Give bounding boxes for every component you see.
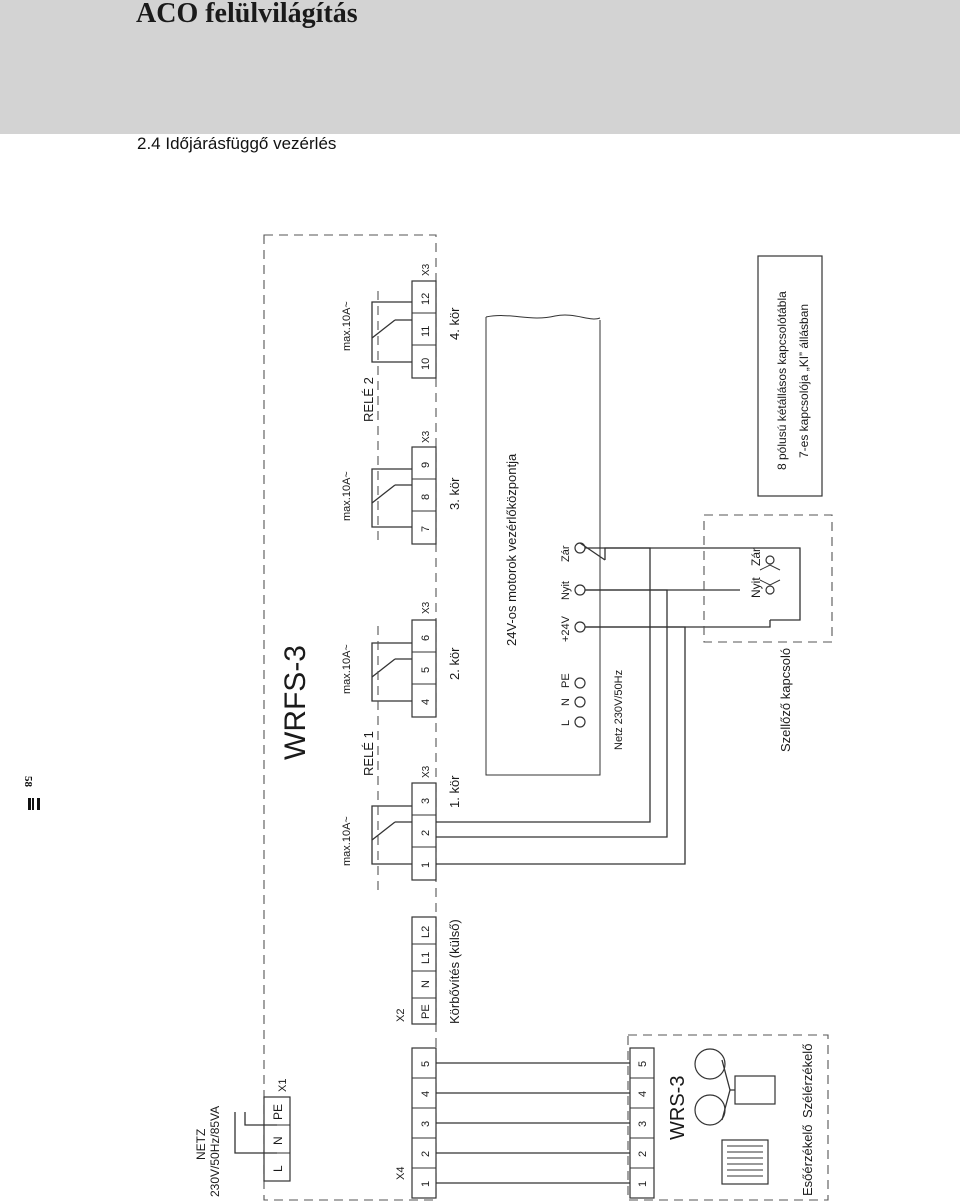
x2-terminal-l2: L2	[420, 926, 432, 938]
x3-label-3: X3	[421, 430, 432, 443]
wrs3-sensor: 1 2 3 4 5 WRS-3 Esőérzékelő Szélérzékelő	[627, 1034, 829, 1201]
vent-switch-close: Zár	[749, 548, 763, 566]
motor-input-close: Zár	[560, 545, 572, 562]
x1-label: X1	[277, 1079, 289, 1092]
x3-terminal-4: 4	[420, 699, 432, 705]
motor-input-open: Nyit	[560, 581, 572, 600]
circuit-label-2: 2. kör	[447, 647, 462, 680]
control-wiring	[436, 542, 801, 865]
header-band	[0, 0, 960, 134]
x4-terminal-block: 1 2 3 4 5 X4	[395, 1047, 630, 1199]
motor-input-24v: +24V	[560, 615, 572, 642]
x3-terminal-11: 11	[420, 326, 432, 337]
motor-power-n: N	[560, 698, 572, 706]
x4-terminal-2: 2	[420, 1151, 432, 1157]
x3-terminal-6: 6	[420, 635, 432, 641]
document-title: ACO felülvilágítás	[136, 0, 358, 29]
x4-terminal-5: 5	[420, 1061, 432, 1067]
x3-terminal-8: 8	[420, 494, 432, 500]
note-line-2: 7-es kapcsolója „KI” állásban	[797, 304, 811, 458]
x3-terminal-1: 1	[420, 862, 432, 868]
sensor-terminal-5: 5	[637, 1061, 649, 1067]
circuit-label-4: 4. kör	[447, 307, 462, 340]
vent-switch-open: Nyit	[749, 577, 763, 598]
motor-power-label: Netz 230V/50Hz	[613, 670, 625, 750]
x3-block-1	[411, 782, 437, 881]
relay-contacts: RELÉ 1 RELÉ 2 max.10A~ max.10A~ max.10A~…	[341, 285, 412, 890]
x3-terminal-9: 9	[420, 462, 432, 468]
netz-label: NETZ	[194, 1129, 208, 1160]
x3-label-2: X3	[421, 601, 432, 614]
x2-terminal-n: N	[420, 980, 432, 988]
x3-block-3	[411, 446, 437, 545]
rain-sensor-label: Esőérzékelő	[800, 1124, 815, 1196]
controller-enclosure	[263, 234, 437, 1201]
sensor-terminal-1: 1	[637, 1181, 649, 1187]
x4-label: X4	[395, 1167, 407, 1180]
x3-block-2	[411, 619, 437, 718]
sensor-terminal-4: 4	[637, 1091, 649, 1097]
motor-control-center: 24V-os motorok vezérlőközpontja L N PE N…	[485, 314, 625, 776]
x1-terminal-pe: PE	[271, 1104, 285, 1120]
relay-max-current-1: max.10A~	[341, 816, 353, 866]
circuit-label-3: 3. kör	[447, 477, 462, 510]
sensor-name: WRS-3	[667, 1076, 689, 1140]
x2-terminal-l1: L1	[420, 952, 432, 964]
wind-sensor-label: Szélérzékelő	[800, 1044, 815, 1118]
circuit-label-1: 1. kör	[447, 775, 462, 808]
relay-max-current-2: max.10A~	[341, 644, 353, 694]
controller-name: WRFS-3	[279, 645, 312, 760]
language-flag-icon	[28, 798, 40, 810]
wind-sensor-icon	[694, 1048, 776, 1126]
expansion-label: Körbővítés (külső)	[447, 919, 462, 1024]
x2-label: X2	[395, 1009, 407, 1022]
x1-terminal-l: L	[271, 1165, 285, 1172]
x3-label-4: X3	[421, 263, 432, 276]
x3-terminal-3: 3	[420, 798, 432, 804]
x3-label-1: X3	[421, 765, 432, 778]
x3-terminal-12: 12	[420, 293, 432, 305]
x3-terminal-7: 7	[420, 526, 432, 532]
relay-max-current-4: max.10A~	[341, 301, 353, 351]
vent-switch-label: Szellőző kapcsoló	[778, 648, 793, 752]
note-line-1: 8 pólusú kétállásos kapcsolótábla	[775, 291, 789, 470]
x1-terminal-n: N	[271, 1136, 285, 1145]
vent-switch: Nyit Zár Szellőző kapcsoló	[703, 514, 833, 752]
x3-terminal-2: 2	[420, 830, 432, 836]
rain-sensor-icon	[721, 1139, 769, 1185]
sensor-terminal-2: 2	[637, 1151, 649, 1157]
x1-terminal-block: L N PE X1 NETZ 230V/50Hz/85VA	[194, 1079, 291, 1197]
x3-block-4	[411, 280, 437, 379]
netz-spec: 230V/50Hz/85VA	[208, 1106, 222, 1197]
x3-terminal-5: 5	[420, 667, 432, 673]
x4-terminal-3: 3	[420, 1121, 432, 1127]
x2-terminal-pe: PE	[420, 1004, 432, 1019]
motor-center-label: 24V-os motorok vezérlőközpontja	[504, 453, 519, 646]
relay1-label: RELÉ 1	[361, 731, 376, 776]
x2-terminal-block: PE N L1 L2 X2 Körbővítés (külső)	[395, 916, 462, 1025]
section-title: 2.4 Időjárásfüggő vezérlés	[137, 134, 337, 153]
x4-terminal-1: 1	[420, 1181, 432, 1187]
sensor-terminal-3: 3	[637, 1121, 649, 1127]
x3-terminal-strip: 1 2 3 4 5 6 7 8 9 10 11 12 X3 X3 X3 X3	[411, 263, 437, 881]
relay2-label: RELÉ 2	[361, 377, 376, 422]
motor-power-l: L	[560, 720, 572, 726]
motor-power-pe: PE	[560, 673, 572, 688]
relay-max-current-3: max.10A~	[341, 471, 353, 521]
dip-switch-note: 8 pólusú kétállásos kapcsolótábla 7-es k…	[757, 255, 823, 497]
x4-terminal-4: 4	[420, 1091, 432, 1097]
x3-terminal-10: 10	[420, 358, 432, 370]
